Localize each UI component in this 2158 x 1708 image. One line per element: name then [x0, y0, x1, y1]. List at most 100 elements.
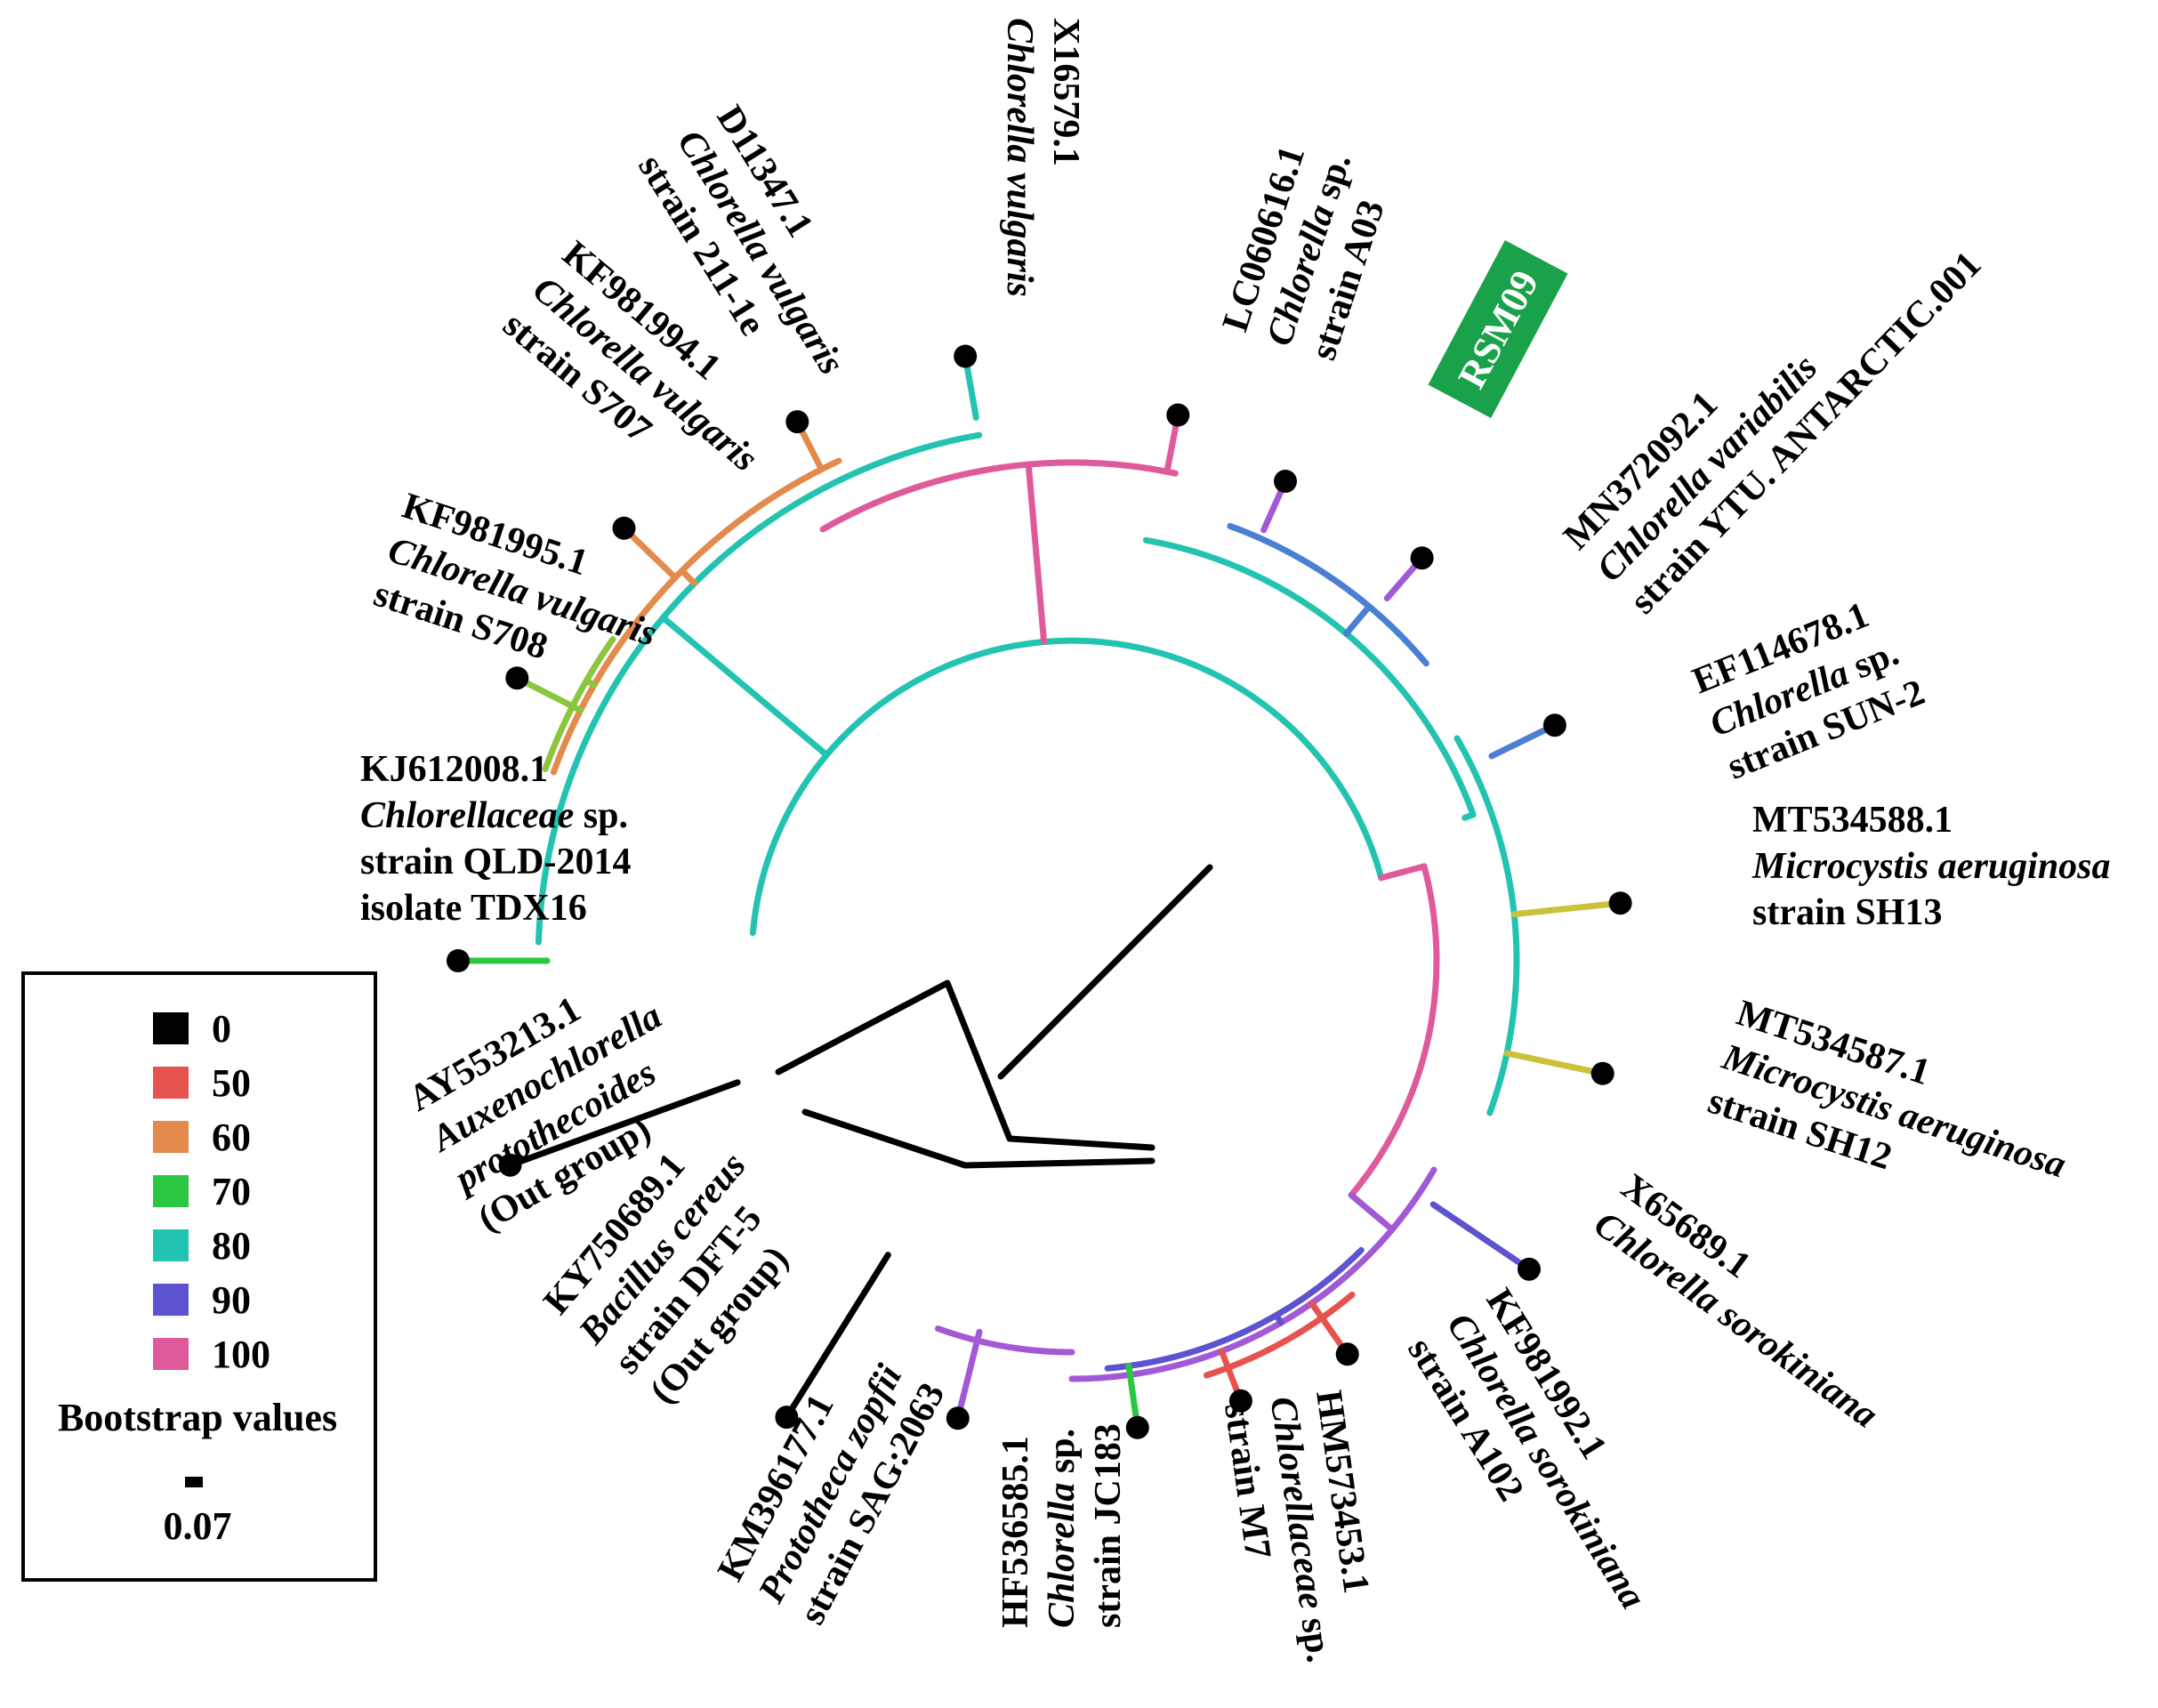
taxon-label-line: Chlorella sp. [1042, 1429, 1083, 1628]
tip-dot [1410, 546, 1434, 570]
tip-dot [498, 1153, 522, 1177]
tip-branch-14 [621, 525, 679, 581]
radial-lime-join [583, 677, 598, 689]
taxon-label-line: Microcystis aeruginosa [1751, 846, 2111, 887]
rsm09-highlight-box [1428, 239, 1568, 419]
outgroup-bracket-inner [801, 1108, 1155, 1169]
tip-branch-11 [507, 1079, 741, 1169]
tree-branches [455, 353, 1624, 1431]
legend-swatch-50 [153, 1067, 189, 1099]
taxon-label-part: isolate TDX16 [360, 888, 587, 929]
legend-value-0: 0 [212, 1007, 231, 1051]
radial-60-join [679, 568, 698, 587]
arc-s707-s708 [542, 636, 616, 772]
taxon-label-line: strain QLD-2014 [360, 842, 632, 882]
radial-top-join [1025, 461, 1048, 645]
taxon-label-part: MT534588.1 [1752, 800, 1953, 841]
taxon-label-line: strain SH13 [1752, 892, 1943, 933]
legend-swatch-60 [153, 1121, 189, 1153]
radial-blue-join [1343, 603, 1373, 637]
tip-dot [1518, 1257, 1541, 1281]
tip-dot [785, 410, 809, 434]
tip-dot [946, 1406, 970, 1430]
legend-swatch-90 [153, 1284, 189, 1316]
tip-branch-3 [1510, 899, 1624, 918]
tip-dot [1335, 1342, 1359, 1366]
radial-purple-join [1348, 1192, 1396, 1233]
taxon-label-line: Chlorellaceae sp. [360, 795, 628, 836]
arc-vulgaris-subclade [550, 457, 842, 776]
tip-dot [447, 949, 470, 972]
tip-dot [1228, 1389, 1252, 1413]
arc-sorokiniana-clade [1068, 1166, 1437, 1382]
arc-prototheca-clade [935, 1325, 1075, 1356]
tip-dot [1590, 1061, 1614, 1085]
tip-dot [1608, 891, 1632, 915]
taxon-label-part: strain SH13 [1752, 892, 1943, 933]
arc-inner-clade [749, 637, 1385, 937]
taxon-label-part: sp. [574, 795, 628, 836]
legend-swatch-100 [153, 1338, 189, 1370]
legend-value-100: 100 [212, 1333, 270, 1376]
legend-value-70: 70 [212, 1170, 251, 1213]
tip-dot [954, 344, 978, 368]
taxon-label-part: KJ612008.1 [360, 749, 548, 790]
taxon-label-part: Chlorella [1042, 1483, 1083, 1628]
taxon-label-part: sp. [1042, 1429, 1083, 1483]
tip-dot [612, 516, 636, 540]
taxon-label-line: MT534588.1 [1752, 800, 1953, 841]
arc-variabilis-clade [1227, 522, 1429, 667]
taxon-label-line: isolate TDX16 [360, 888, 587, 929]
taxon-label-part: Microcystis aeruginosa [1751, 846, 2111, 887]
taxon-label-part: Chlorella vulgaris [999, 18, 1040, 297]
taxon-label-line: KJ612008.1 [360, 749, 548, 790]
tip-dot [1274, 470, 1297, 493]
legend-swatch-0 [153, 1012, 189, 1044]
arc-inner-clade-right [1348, 863, 1440, 1198]
legend-title: Bootstrap values [58, 1396, 337, 1439]
tip-branch-5 [1429, 1201, 1533, 1273]
radial-vulgaris-join [659, 614, 830, 759]
taxon-label-part: strain QLD-2014 [360, 842, 632, 882]
tip-branch-2 [1488, 721, 1558, 760]
tip-branch-4 [1503, 1050, 1606, 1077]
taxon-label-part: strain JC183 [1088, 1423, 1129, 1628]
legend-value-90: 90 [212, 1278, 251, 1322]
tip-branch-13 [513, 674, 584, 713]
tip-dot [775, 1406, 799, 1430]
arc-chlorellaceae-clade [1104, 1246, 1365, 1372]
tip-markers [447, 344, 1632, 1439]
radial-90-join [1273, 1311, 1284, 1326]
legend-value-50: 50 [212, 1061, 251, 1105]
taxon-label-part: HF536585.1 [995, 1436, 1036, 1628]
legend-value-80: 80 [212, 1224, 251, 1268]
radial-upper-right-join [1461, 811, 1477, 821]
legend-frame [21, 971, 377, 1582]
root-branch [997, 864, 1213, 1080]
tip-dot [1166, 403, 1190, 427]
tip-branch-10 [783, 1252, 891, 1421]
tip-dot [1125, 1415, 1149, 1439]
tip-dot [505, 666, 529, 690]
arc-upper-right [1142, 536, 1477, 818]
arc-m7-a102 [1203, 1291, 1356, 1379]
legend-swatch-80 [153, 1229, 189, 1261]
taxon-label-part: X16579.1 [1045, 18, 1086, 166]
rsm09-highlight: RSM09 [1428, 239, 1568, 419]
